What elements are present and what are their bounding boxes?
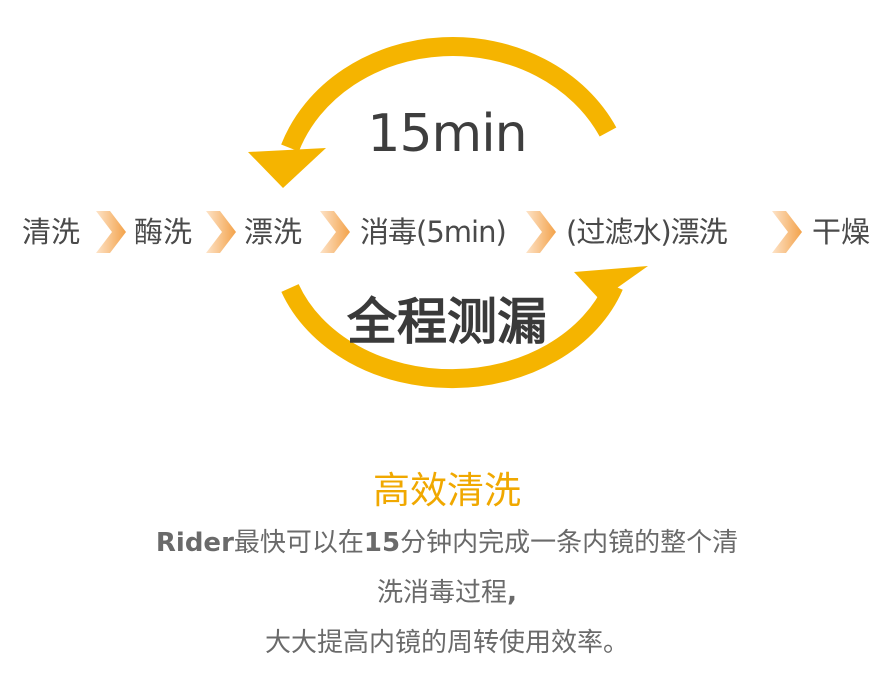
cycle-time-label: 15min bbox=[367, 104, 527, 164]
cycle-diagram bbox=[248, 37, 648, 389]
chevron-right-icon bbox=[772, 211, 802, 253]
step-6: 干燥 bbox=[812, 215, 871, 249]
brand-name: Rider bbox=[155, 528, 234, 558]
cycle-arrowhead-top bbox=[248, 148, 326, 188]
leak-test-label: 全程测漏 bbox=[347, 293, 547, 351]
description-line-3: 大大提高内镜的周转使用效率。 bbox=[264, 628, 629, 658]
cycle-arrow-top bbox=[281, 37, 617, 152]
time-number: 15 bbox=[363, 528, 401, 558]
cycle-arrowhead-bottom bbox=[574, 266, 648, 300]
process-steps: 清洗 酶洗 漂洗 消毒(5min) (过滤水)漂洗 干燥 bbox=[0, 207, 894, 257]
step-2: 酶洗 bbox=[134, 215, 193, 249]
chevron-right-icon bbox=[96, 211, 126, 253]
chevron-right-icon bbox=[320, 211, 350, 253]
headline: 高效清洗 bbox=[373, 469, 521, 512]
step-3: 漂洗 bbox=[244, 215, 303, 249]
step-4: 消毒(5min) bbox=[360, 215, 507, 249]
step-5: (过滤水)漂洗 bbox=[566, 215, 728, 249]
chevron-right-icon bbox=[526, 211, 556, 253]
description-line-1: Rider最快可以在15分钟内完成一条内镜的整个清 bbox=[155, 528, 739, 558]
description-line-2: 洗消毒过程, bbox=[377, 578, 517, 608]
cycle-arrow-bottom bbox=[281, 282, 623, 389]
chevron-right-icon bbox=[206, 211, 236, 253]
step-1: 清洗 bbox=[22, 215, 81, 249]
